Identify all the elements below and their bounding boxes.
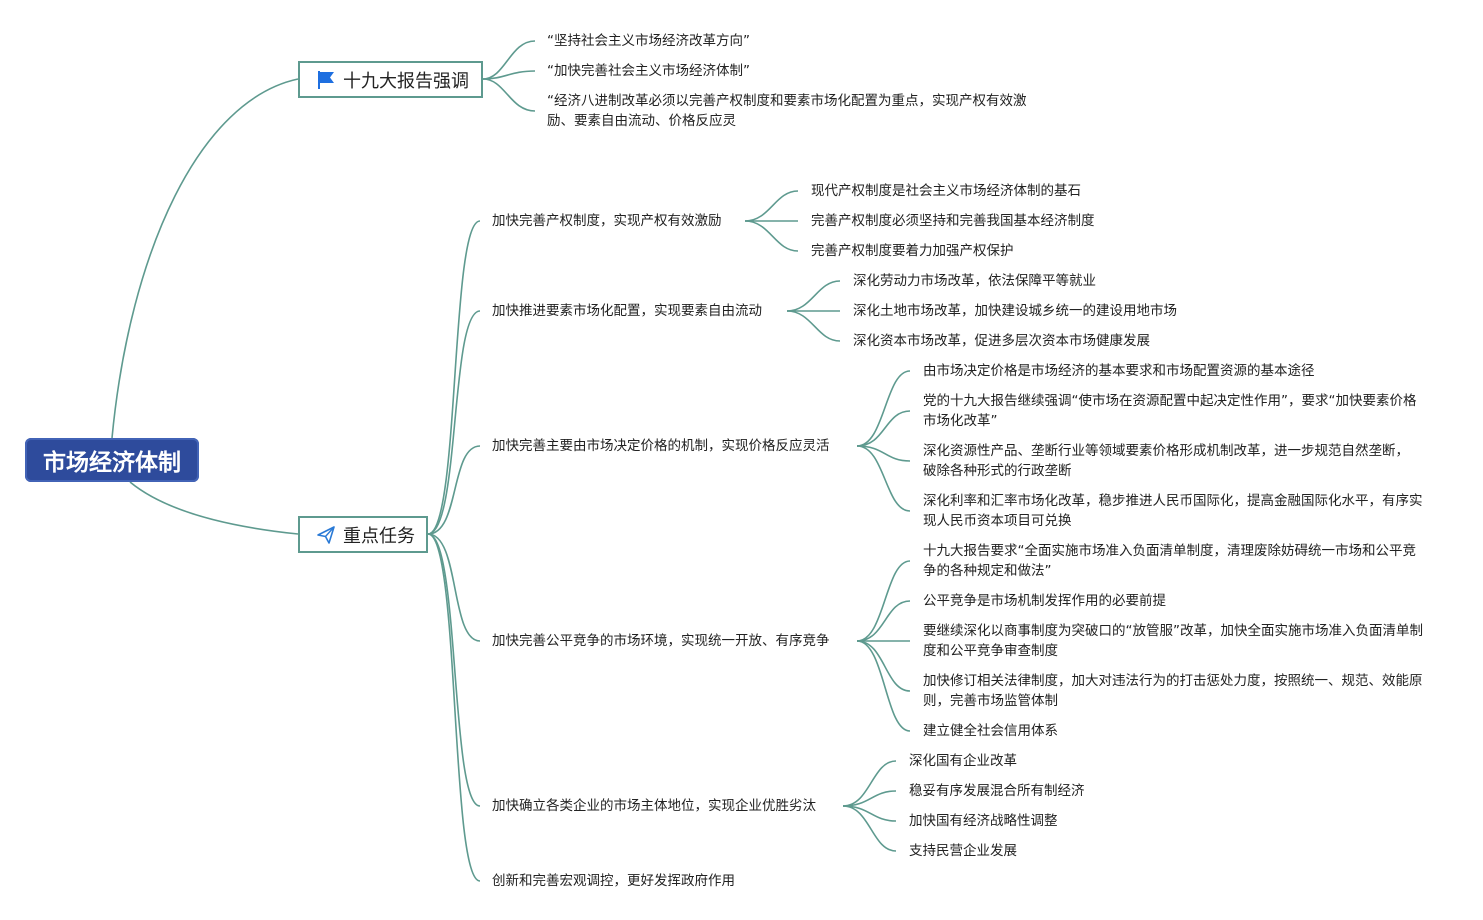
connector-b1-l2 [482,70,536,80]
connector-b1-l1 [482,40,536,80]
connector-root-branch1 [111,78,299,439]
leaf-topic[interactable]: 深化资源性产品、垄断行业等领域要素价格形成机制改革，进一步规范自然垄断，破除各种… [923,443,1409,479]
leaf-topic[interactable]: 稳妥有序发展混合所有制经济 [909,783,1085,799]
connector-t2-l3 [786,310,841,342]
connector-b2-t4 [427,533,481,642]
leaf-topic[interactable]: 现代产权制度是社会主义市场经济体制的基石 [811,183,1081,199]
connector-t3-l4 [856,445,911,512]
connector-t4-l4 [856,640,911,692]
connector-root-branch2 [129,481,299,535]
leaf-topic[interactable]: 深化国有企业改革 [909,753,1017,769]
leaf-topic[interactable]: 深化劳动力市场改革，依法保障平等就业 [853,273,1096,289]
subtopic-property-rights[interactable]: 加快完善产权制度，实现产权有效激励 [492,213,722,229]
leaf-topic[interactable]: “加快完善社会主义市场经济体制” [547,63,750,79]
connector-b2-t6 [427,533,481,882]
connector-b1-l3 [482,78,536,112]
connector-t4-l2 [856,600,911,642]
connector-t1-l1 [744,190,799,222]
connector-t5-l4 [842,805,897,852]
connector-t5-l1 [842,760,897,807]
paper-plane-icon [317,525,335,544]
subtopic-enterprise-status[interactable]: 加快确立各类企业的市场主体地位，实现企业优胜劣汰 [492,798,816,814]
connector-t4-l1 [856,560,911,642]
connector-t3-l3 [856,445,911,462]
leaf-topic[interactable]: 完善产权制度必须坚持和完善我国基本经济制度 [811,213,1095,229]
subtopic-market-pricing[interactable]: 加快完善主要由市场决定价格的机制，实现价格反应灵活 [492,438,830,454]
leaf-topic[interactable]: 由市场决定价格是市场经济的基本要求和市场配置资源的基本途径 [923,363,1315,379]
flag-icon [318,70,334,89]
connector-b2-t1 [427,220,481,535]
leaf-topic[interactable]: 十九大报告要求“全面实施市场准入负面清单制度，清理废除妨碍统一市场和公平竞争的各… [923,543,1416,579]
leaf-topic[interactable]: 要继续深化以商事制度为突破口的“放管服”改革，加快全面实施市场准入负面清单制度和… [923,623,1423,659]
leaf-topic[interactable]: 完善产权制度要着力加强产权保护 [811,243,1014,259]
branch-label: 十九大报告强调 [343,70,469,92]
connector-t2-l1 [786,280,841,312]
leaf-topic[interactable]: 深化土地市场改革，加快建设城乡统一的建设用地市场 [853,303,1177,319]
leaf-topic[interactable]: 建立健全社会信用体系 [923,723,1058,739]
branch-topic-report-emphasis[interactable]: 十九大报告强调 [298,61,483,98]
leaf-topic[interactable]: 深化利率和汇率市场化改革，稳步推进人民币国际化，提高金融国际化水平，有序实现人民… [923,493,1423,529]
leaf-topic[interactable]: 加快国有经济战略性调整 [909,813,1058,829]
connector-t4-l5 [856,640,911,732]
leaf-topic[interactable]: 支持民营企业发展 [909,843,1017,859]
root-topic[interactable]: 市场经济体制 [25,438,199,482]
subtopic-factor-allocation[interactable]: 加快推进要素市场化配置，实现要素自由流动 [492,303,762,319]
branch-topic-key-tasks[interactable]: 重点任务 [298,516,428,553]
leaf-topic[interactable]: 深化资本市场改革，促进多层次资本市场健康发展 [853,333,1150,349]
connector-t1-l3 [744,220,799,252]
leaf-topic[interactable]: 加快修订相关法律制度，加大对违法行为的打击惩处力度，按照统一、规范、效能原则，完… [923,673,1423,709]
leaf-topic[interactable]: 公平竞争是市场机制发挥作用的必要前提 [923,593,1166,609]
subtopic-fair-competition[interactable]: 加快完善公平竞争的市场环境，实现统一开放、有序竞争 [492,633,830,649]
connector-b2-t2 [427,310,481,535]
subtopic-macro-control[interactable]: 创新和完善宏观调控，更好发挥政府作用 [492,873,735,889]
connector-b2-t3 [427,445,481,535]
connector-t3-l2 [856,410,911,447]
branch-label: 重点任务 [343,525,415,547]
leaf-topic[interactable]: “坚持社会主义市场经济改革方向” [547,33,750,49]
leaf-topic[interactable]: “经济八进制改革必须以完善产权制度和要素市场化配置为重点，实现产权有效激励、要素… [547,93,1027,129]
leaf-topic[interactable]: 党的十九大报告继续强调“使市场在资源配置中起决定性作用”，要求“加快要素价格市场… [923,393,1417,429]
connector-t3-l1 [856,370,911,447]
connector-b2-t5 [427,533,481,807]
